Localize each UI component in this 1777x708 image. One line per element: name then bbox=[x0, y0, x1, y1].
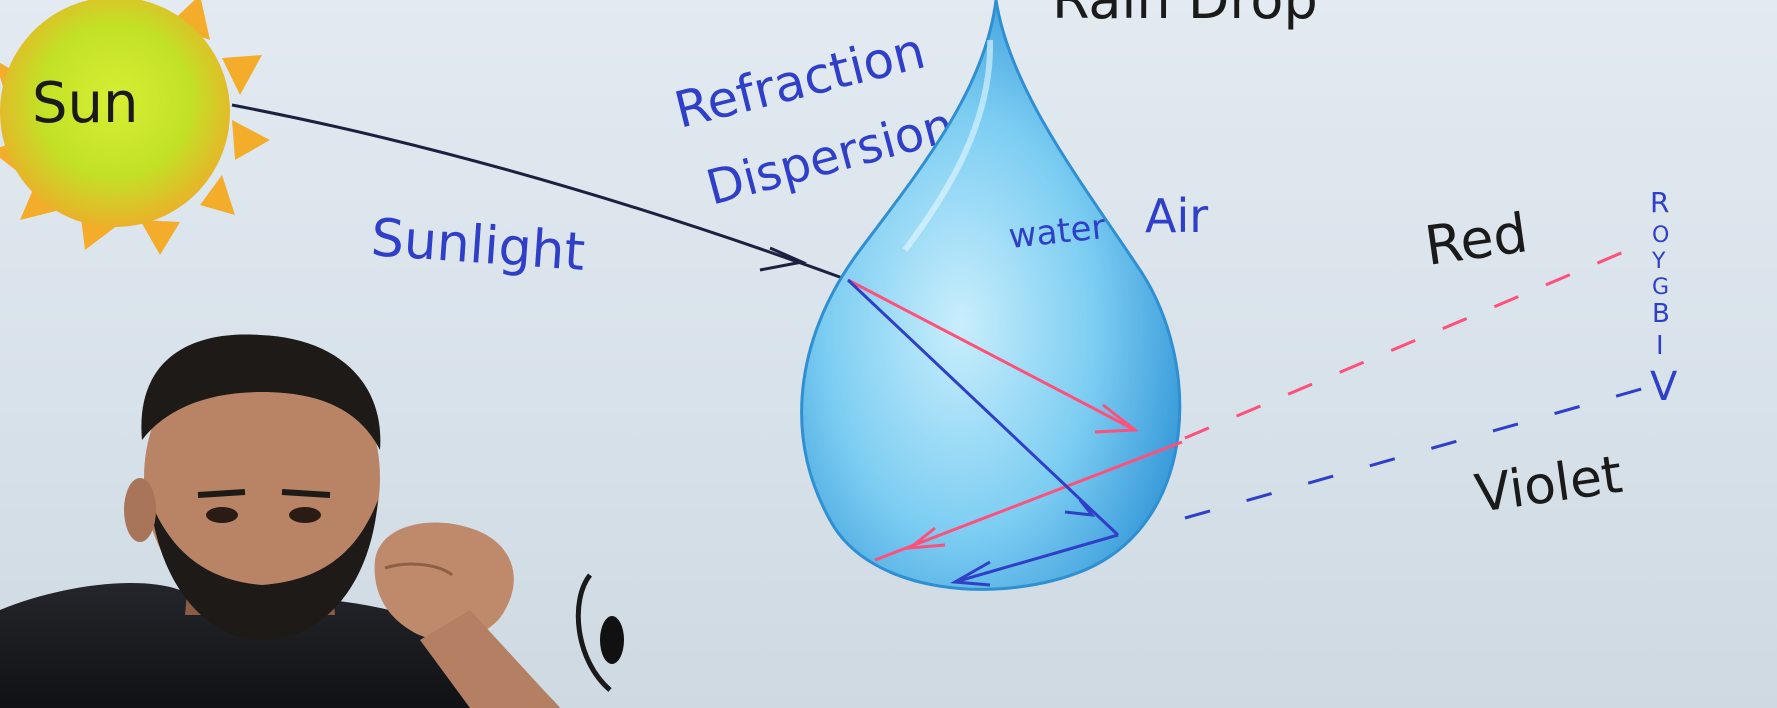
red-label: Red bbox=[1421, 201, 1531, 278]
drop-highlight bbox=[902, 39, 994, 252]
violet-arrowhead-2 bbox=[950, 560, 991, 587]
incident-arrowhead bbox=[759, 246, 808, 272]
sunlight-label: Sunlight bbox=[369, 208, 587, 283]
presenter-brow-left bbox=[197, 489, 246, 498]
presenter-eye-left bbox=[206, 507, 238, 523]
roygbiv-g: G bbox=[1652, 275, 1669, 300]
red-reflected-ray bbox=[874, 440, 1183, 562]
fist-knuckles bbox=[384, 562, 453, 577]
rain-drop bbox=[800, 0, 1182, 591]
red-arrowhead-1 bbox=[1094, 403, 1140, 434]
presenter-shirt bbox=[0, 582, 560, 708]
headset-wire bbox=[575, 573, 612, 692]
presenter-fist bbox=[374, 522, 514, 641]
presenter-brow-right bbox=[281, 489, 331, 498]
presenter bbox=[0, 334, 624, 708]
presenter-forearm bbox=[420, 610, 560, 708]
presenter-hair bbox=[141, 334, 381, 450]
roygbiv-r: R bbox=[1650, 186, 1669, 219]
roygbiv-y: Y bbox=[1651, 249, 1666, 274]
roygbiv-b: B bbox=[1652, 299, 1670, 329]
red-emergent-dashed bbox=[1184, 243, 1641, 440]
violet-refracted-ray bbox=[846, 278, 1120, 537]
roygbiv-i: I bbox=[1656, 331, 1664, 361]
sun: Sun bbox=[0, 0, 270, 255]
violet-reflected-ray bbox=[954, 533, 1119, 584]
internal-rays bbox=[846, 278, 1183, 587]
headset-earpiece bbox=[600, 616, 624, 664]
air-label: Air bbox=[1145, 189, 1208, 243]
presenter-beard bbox=[150, 500, 378, 640]
incident-sunlight-ray bbox=[231, 103, 849, 282]
sun-disc bbox=[0, 0, 230, 227]
presenter-eye-right bbox=[289, 507, 321, 523]
presenter-ear bbox=[124, 478, 156, 542]
presenter-face bbox=[144, 338, 380, 618]
roygbiv-v: V bbox=[1650, 364, 1678, 410]
violet-arrowhead-1 bbox=[1064, 499, 1096, 517]
rain-drop-label: Rain Drop bbox=[1052, 0, 1318, 31]
violet-label: Violet bbox=[1471, 445, 1625, 525]
red-arrowhead-2 bbox=[905, 526, 946, 550]
roygbiv-stack: R O Y G B I V bbox=[1650, 186, 1678, 410]
roygbiv-o: O bbox=[1652, 223, 1669, 248]
red-refracted-ray bbox=[847, 278, 1136, 432]
sun-label: Sun bbox=[32, 71, 139, 136]
violet-emergent-dashed bbox=[1184, 386, 1646, 520]
